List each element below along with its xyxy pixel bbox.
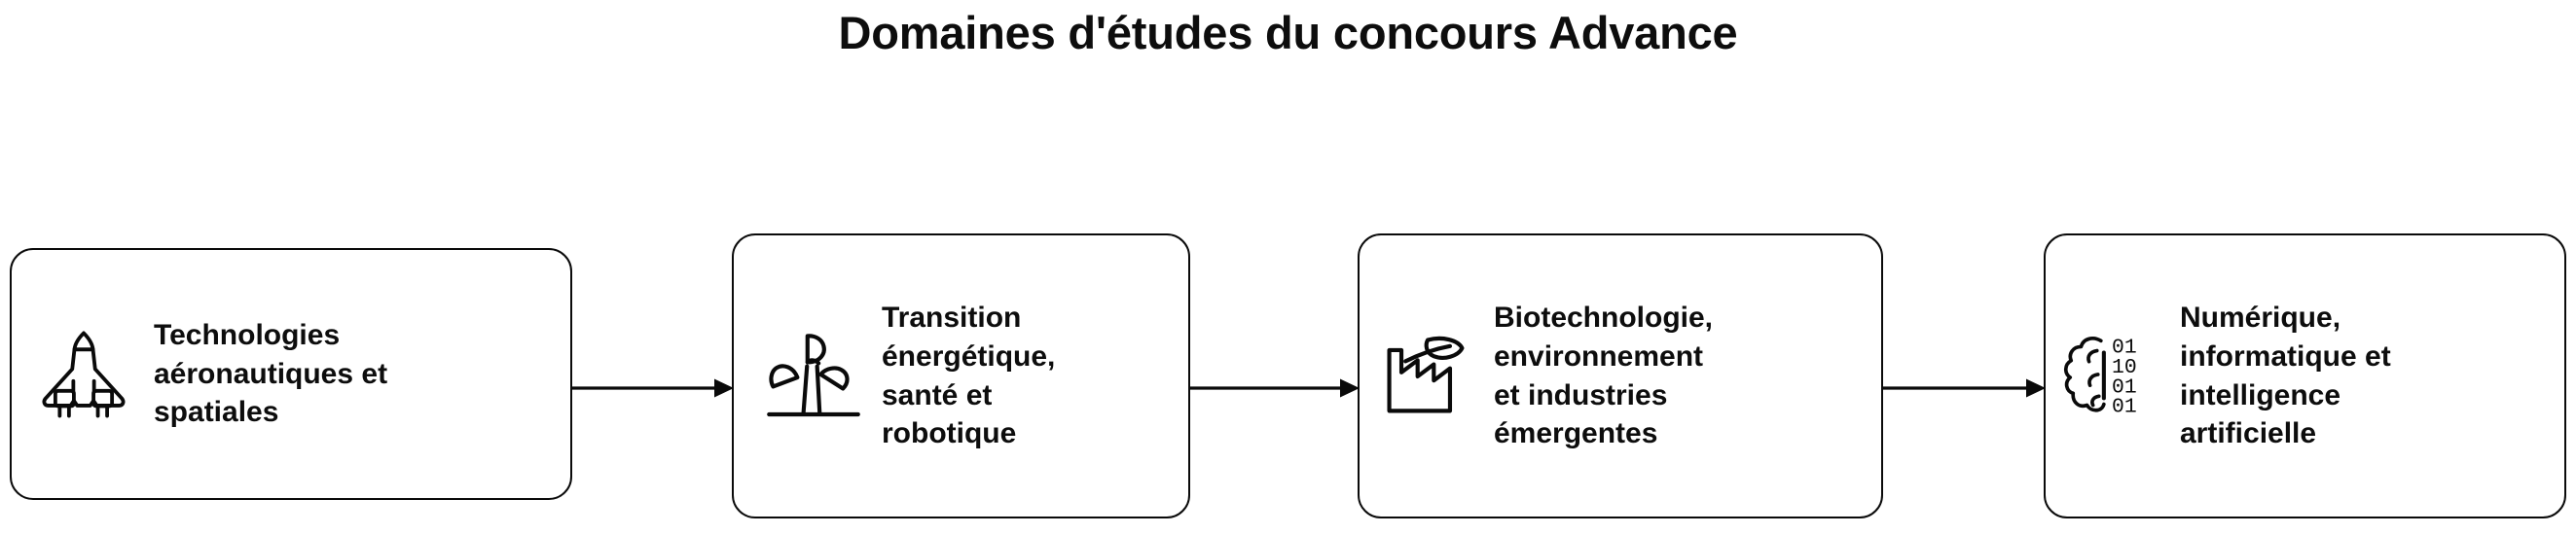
flow-node-label: Technologies aéronautiques et spatiales [154, 318, 388, 429]
flow-node-label: Biotechnologie, environnement et industr… [1494, 301, 1713, 450]
page-title: Domaines d'études du concours Advance [838, 7, 1738, 58]
flow-arrow-right [572, 375, 734, 401]
brain-binary-icon: 01 10 01 01 [2057, 326, 2166, 427]
factory-leaf-icon [1375, 326, 1476, 427]
svg-text:01: 01 [2112, 336, 2137, 359]
svg-text:01: 01 [2112, 375, 2137, 399]
flow-node-technologies-aerospatiales[interactable]: Technologies aéronautiques et spatiales [10, 248, 572, 500]
space-shuttle-icon [29, 320, 138, 429]
svg-text:01: 01 [2112, 395, 2137, 418]
svg-text:10: 10 [2112, 355, 2137, 378]
flow-node-biotechnologie[interactable]: Biotechnologie, environnement et industr… [1358, 233, 1883, 518]
flow-node-transition-energetique[interactable]: Transition énergétique, santé et robotiq… [732, 233, 1190, 518]
flow-node-numerique-ia[interactable]: 01 10 01 01 Numérique, informatique et i… [2044, 233, 2566, 518]
wind-turbine-icon [763, 326, 864, 427]
flow-arrow-right [1190, 375, 1360, 401]
flow-arrow-right [1883, 375, 2046, 401]
flow-node-label: Numérique, informatique et intelligence … [2180, 301, 2391, 450]
flow-node-label: Transition énergétique, santé et robotiq… [882, 301, 1056, 450]
